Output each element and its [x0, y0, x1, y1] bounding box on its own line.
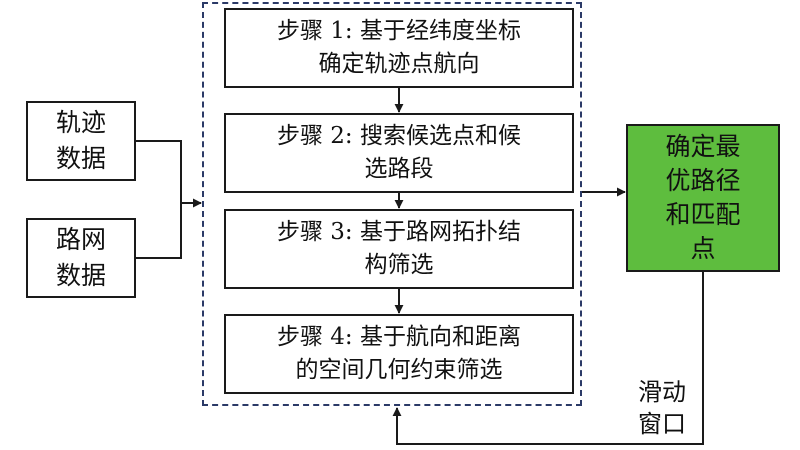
input1-connector — [136, 140, 182, 203]
step-1-label-line1: 步骤 1: 基于经纬度坐标 — [276, 18, 521, 44]
step-3-label-line1: 步骤 3: 基于路网拓扑结 — [276, 219, 521, 245]
input2-connector — [136, 203, 182, 259]
step-4-box: 步骤 4: 基于航向和距离 的空间几何约束筛选 — [224, 314, 574, 394]
result-label-line2: 优路径 — [665, 166, 741, 195]
step-1-label-line2: 确定轨迹点航向 — [318, 51, 480, 77]
step-4-label-line2: 的空间几何约束筛选 — [295, 357, 503, 383]
step-3-box: 步骤 3: 基于路网拓扑结 构筛选 — [224, 209, 574, 289]
road-network-data-label-line2: 数据 — [55, 261, 106, 290]
trajectory-data-label-line1: 轨迹 — [55, 108, 106, 137]
sliding-window-label-line2: 窗口 — [638, 410, 686, 438]
result-label-line1: 确定最 — [665, 132, 741, 161]
sliding-window-label: 滑动 窗口 — [632, 376, 692, 440]
sliding-window-label-line1: 滑动 — [638, 378, 686, 406]
sliding-window-loop — [392, 272, 704, 445]
road-network-data-box: 路网 数据 — [26, 218, 136, 298]
optimal-path-result-box: 确定最 优路径 和匹配 点 — [626, 124, 780, 272]
step-2-label-line1: 步骤 2: 搜索候选点和候 — [276, 123, 521, 149]
trajectory-data-label-line2: 数据 — [55, 144, 106, 173]
step-1-box: 步骤 1: 基于经纬度坐标 确定轨迹点航向 — [224, 8, 574, 88]
processing-steps-frame — [202, 2, 582, 406]
step-4-label-line1: 步骤 4: 基于航向和距离 — [276, 324, 521, 350]
step-3-label-line2: 构筛选 — [364, 252, 434, 278]
step-2-box: 步骤 2: 搜索候选点和候 选路段 — [224, 113, 574, 193]
road-network-data-label-line1: 路网 — [55, 225, 106, 254]
trajectory-data-box: 轨迹 数据 — [26, 101, 136, 181]
step-2-label-line2: 选路段 — [364, 156, 434, 182]
result-label-line4: 点 — [690, 234, 716, 263]
result-label-line3: 和匹配 — [665, 200, 741, 229]
